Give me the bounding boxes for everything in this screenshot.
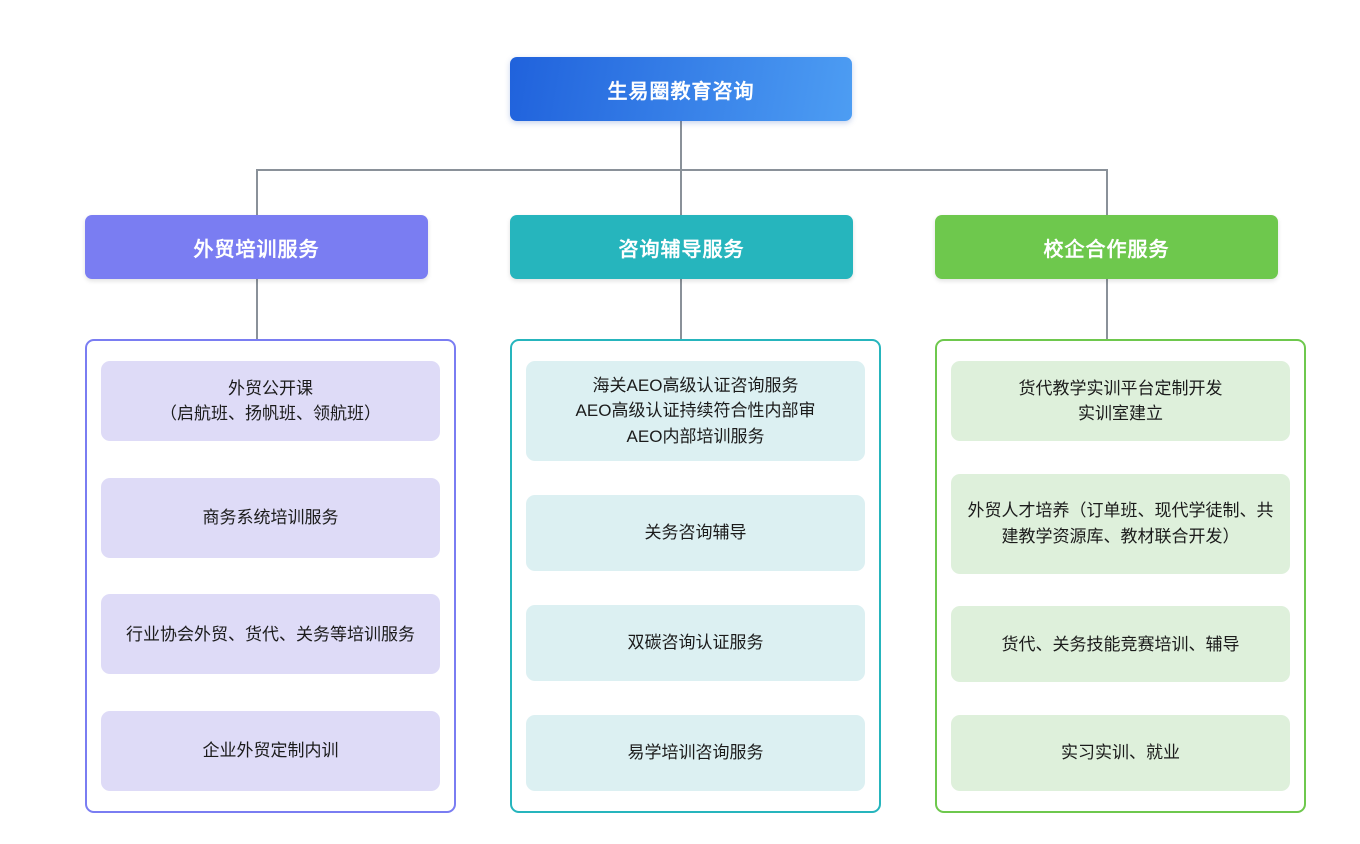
item-line: 实训室建立 bbox=[1078, 404, 1163, 423]
leaf-item: 海关AEO高级认证咨询服务 AEO高级认证持续符合性内部审 AEO内部培训服务 bbox=[526, 361, 865, 461]
leaf-item: 实习实训、就业 bbox=[951, 714, 1290, 791]
leaf-item-text: 企业外贸定制内训 bbox=[203, 738, 339, 764]
leaf-item: 货代教学实训平台定制开发 实训室建立 bbox=[951, 361, 1290, 441]
branch-label: 外贸培训服务 bbox=[193, 238, 320, 261]
leaf-item: 企业外贸定制内训 bbox=[101, 710, 440, 791]
item-line: 外贸人才培养（订单班、现代学徒制、共建教学资源库、教材联合开发） bbox=[967, 501, 1274, 546]
item-line: 商务系统培训服务 bbox=[202, 507, 339, 527]
connector-root-down bbox=[680, 121, 682, 170]
leaf-item-text: 外贸公开课 （启航班、扬帆班、领航班） bbox=[160, 376, 381, 427]
connector-drop-branch-2 bbox=[680, 169, 682, 215]
connector-branch-2-box bbox=[680, 279, 682, 339]
leaf-item: 行业协会外贸、货代、关务等培训服务 bbox=[101, 594, 440, 675]
connector-drop-branch-1 bbox=[256, 169, 258, 215]
branch-header-consulting-coaching: 咨询辅导服务 bbox=[510, 215, 853, 279]
leaf-item: 外贸公开课 （启航班、扬帆班、领航班） bbox=[101, 361, 440, 441]
root-node-label: 生易圈教育咨询 bbox=[607, 80, 755, 103]
item-line: 关务咨询辅导 bbox=[644, 523, 747, 543]
branch-header-school-enterprise: 校企合作服务 bbox=[935, 215, 1278, 279]
item-line: （启航班、扬帆班、领航班） bbox=[160, 404, 381, 423]
item-line: AEO高级认证持续符合性内部审 bbox=[575, 401, 816, 421]
leaf-item-text: 货代、关务技能竞赛培训、辅导 bbox=[1002, 632, 1240, 658]
connector-branch-1-box bbox=[256, 279, 258, 339]
leaf-item-text: 易学培训咨询服务 bbox=[628, 740, 764, 766]
connector-branch-3-box bbox=[1106, 279, 1108, 339]
item-line: 外贸公开课 bbox=[228, 378, 313, 398]
leaf-item: 关务咨询辅导 bbox=[526, 495, 865, 571]
item-line: 实习实训、就业 bbox=[1061, 743, 1180, 763]
item-line: 双碳咨询认证服务 bbox=[627, 633, 764, 653]
item-line: AEO内部培训服务 bbox=[626, 426, 765, 446]
connector-drop-branch-3 bbox=[1106, 169, 1108, 215]
leaf-item-text: 行业协会外贸、货代、关务等培训服务 bbox=[126, 622, 415, 648]
leaf-item-text: 外贸人才培养（订单班、现代学徒制、共建教学资源库、教材联合开发） bbox=[963, 498, 1278, 549]
leaf-item: 货代、关务技能竞赛培训、辅导 bbox=[951, 606, 1290, 683]
item-line: 货代、关务技能竞赛培训、辅导 bbox=[1001, 634, 1240, 654]
branch-box-school-enterprise: 货代教学实训平台定制开发 实训室建立 外贸人才培养（订单班、现代学徒制、共建教学… bbox=[935, 339, 1306, 813]
leaf-item: 双碳咨询认证服务 bbox=[526, 605, 865, 681]
leaf-item: 易学培训咨询服务 bbox=[526, 715, 865, 791]
leaf-item-text: 实习实训、就业 bbox=[1061, 740, 1180, 766]
root-node: 生易圈教育咨询 bbox=[510, 57, 852, 121]
branch-label: 校企合作服务 bbox=[1043, 238, 1170, 261]
leaf-item: 商务系统培训服务 bbox=[101, 477, 440, 558]
item-line: 货代教学实训平台定制开发 bbox=[1018, 378, 1223, 398]
branch-header-foreign-trade-training: 外贸培训服务 bbox=[85, 215, 428, 279]
leaf-item: 外贸人才培养（订单班、现代学徒制、共建教学资源库、教材联合开发） bbox=[951, 473, 1290, 574]
item-line: 易学培训咨询服务 bbox=[627, 743, 764, 763]
leaf-item-text: 商务系统培训服务 bbox=[203, 505, 339, 531]
leaf-item-text: 货代教学实训平台定制开发 实训室建立 bbox=[1019, 376, 1223, 427]
branch-box-consulting-coaching: 海关AEO高级认证咨询服务 AEO高级认证持续符合性内部审 AEO内部培训服务 … bbox=[510, 339, 881, 813]
leaf-item-text: 海关AEO高级认证咨询服务 AEO高级认证持续符合性内部审 AEO内部培训服务 bbox=[576, 373, 816, 450]
connector-horizontal bbox=[256, 169, 1107, 171]
item-line: 海关AEO高级认证咨询服务 bbox=[592, 375, 799, 395]
item-line: 企业外贸定制内训 bbox=[202, 741, 339, 761]
branch-label: 咨询辅导服务 bbox=[618, 238, 745, 261]
branch-box-foreign-trade-training: 外贸公开课 （启航班、扬帆班、领航班） 商务系统培训服务 行业协会外贸、货代、关… bbox=[85, 339, 456, 813]
item-line: 行业协会外贸、货代、关务等培训服务 bbox=[126, 624, 415, 644]
leaf-item-text: 双碳咨询认证服务 bbox=[628, 630, 764, 656]
leaf-item-text: 关务咨询辅导 bbox=[645, 520, 747, 546]
